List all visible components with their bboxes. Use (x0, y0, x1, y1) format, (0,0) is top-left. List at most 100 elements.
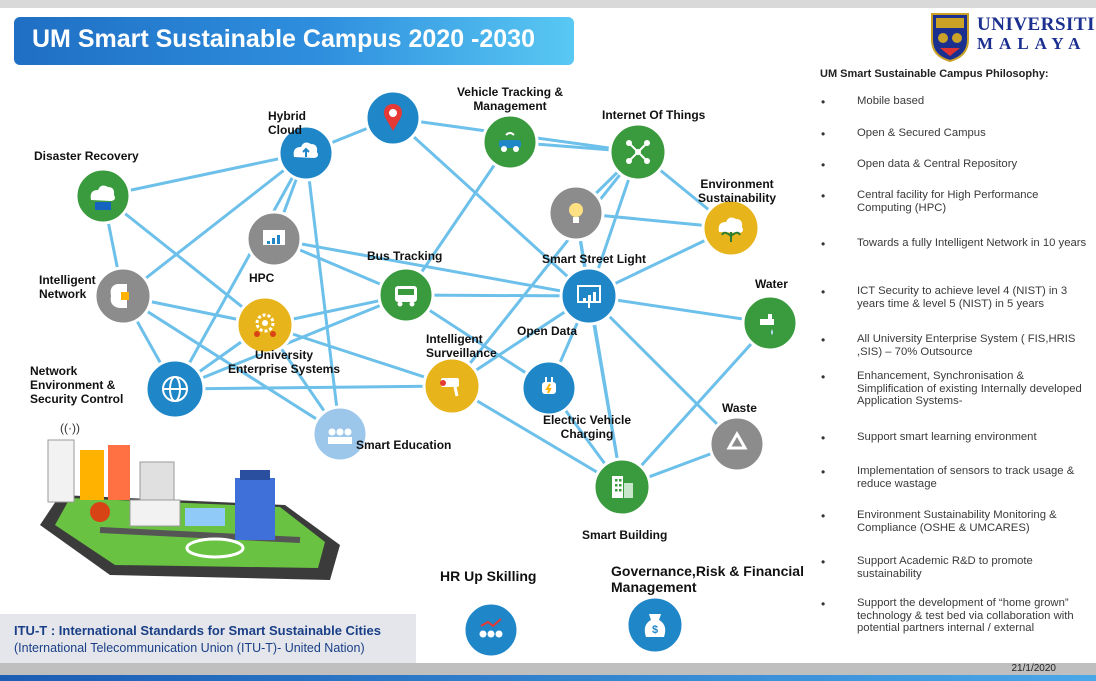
globe-mesh-icon (162, 376, 188, 402)
philosophy-item-text: Mobile based (857, 95, 925, 107)
philosophy-item-text: Open & Secured Campus (857, 127, 986, 139)
label-smart-building: Smart Building (582, 528, 668, 542)
link-water-building (620, 321, 772, 489)
plant-cloud-icon (718, 217, 743, 242)
bullet-icon: • (821, 127, 826, 141)
bullet-icon: • (821, 370, 826, 384)
university-logo: UNIVERSITI MALAYA (930, 12, 1094, 64)
link-hybrid-intelnet (122, 151, 307, 298)
team-growth-icon (479, 618, 503, 638)
presentation-chart-icon (577, 285, 601, 308)
label-water: Water (755, 277, 788, 291)
brain-chip-icon (110, 284, 129, 308)
philosophy-item-text: ICT Security to achieve level 4 (NIST) i… (857, 285, 1068, 310)
philosophy-item-text: Support smart learning environment (857, 431, 1037, 443)
node-hr (462, 601, 520, 659)
map-pin-icon (384, 104, 402, 131)
philosophy-item-text: Support Academic R&D to promote sustaina… (857, 555, 1033, 580)
label-intelligent-surveillance: Intelligent Surveillance (426, 332, 497, 360)
label-intelligent-network: Intelligent Network (39, 273, 96, 301)
link-netsec-surv (174, 384, 453, 391)
link-hybrid-netsec (173, 152, 308, 390)
link-disaster-hybrid (102, 151, 307, 198)
slide-date: 21/1/2020 (1011, 663, 1057, 674)
label-bus-tracking: Bus Tracking (367, 249, 443, 263)
philosophy-item-text: Open data & Central Repository (857, 158, 1018, 170)
network-hub-icon (626, 140, 650, 164)
bullet-icon: • (821, 509, 826, 523)
label-university-enterprise-systems: University Enterprise Systems (227, 348, 341, 376)
itu-subtitle: (International Telecommunication Union (… (14, 641, 365, 655)
label-disaster-recovery: Disaster Recovery (34, 149, 139, 163)
light-bulb-icon (569, 203, 583, 223)
node-env (701, 198, 761, 258)
node-netsec (144, 358, 206, 420)
link-bus-street (405, 293, 590, 298)
bullet-icon: • (821, 465, 826, 479)
link-location-street (391, 116, 591, 298)
page-title: UM Smart Sustainable Campus 2020 -2030 (32, 25, 535, 53)
link-iot-surv (450, 151, 640, 387)
link-vehicle-bus (404, 141, 512, 296)
bullet-icon: • (821, 237, 826, 251)
network-links (101, 116, 772, 489)
logo-line2: MALAYA (977, 34, 1087, 53)
node-water (741, 294, 799, 352)
node-gov: $ (625, 595, 685, 655)
label-environment-sustainability: Environment Sustainability (697, 177, 777, 205)
cctv-camera-icon (440, 378, 459, 397)
label-governance-risk-financial: Governance,Risk & Financial Management (611, 563, 804, 595)
ev-plug-icon (542, 377, 556, 394)
node-hybrid (277, 124, 335, 182)
label-waste: Waste (722, 401, 757, 415)
bullet-icon: • (821, 95, 826, 109)
node-bus (377, 266, 435, 324)
cloud-monitor-icon (90, 185, 115, 210)
label-vehicle-tracking: Vehicle Tracking & Management (456, 85, 564, 113)
bus-icon (395, 286, 417, 307)
bullet-icon: • (821, 597, 826, 611)
money-bag-icon: $ (644, 614, 666, 637)
label-open-data: Open Data (517, 324, 578, 338)
label-network-environment-security: Network Environment & Security Control (30, 364, 124, 406)
link-street-water (588, 294, 771, 325)
philosophy-title: UM Smart Sustainable Campus Philosophy: (820, 68, 1049, 80)
bullet-icon: • (821, 158, 826, 172)
bullet-icon: • (821, 189, 826, 203)
node-building (592, 457, 652, 517)
node-disaster (74, 167, 132, 225)
node-hpc (245, 210, 303, 268)
smart-building-icon (612, 476, 633, 498)
philosophy-item-text: Implementation of sensors to track usage… (857, 465, 1075, 490)
node-location (364, 89, 422, 147)
label-internet-of-things: Internet Of Things (602, 108, 706, 122)
itu-standards-box: ITU-T : International Standards for Smar… (0, 614, 416, 664)
label-smart-street-light: Smart Street Light (542, 252, 647, 266)
itu-title: ITU-T : International Standards for Smar… (14, 623, 381, 638)
link-education-hybrid (304, 152, 342, 435)
bullet-icon: • (821, 555, 826, 569)
node-surv (422, 356, 482, 416)
label-hpc: HPC (249, 271, 275, 285)
philosophy-item-text: Towards a fully Intelligent Network in 1… (857, 237, 1087, 249)
link-disaster-ues (102, 194, 266, 327)
water-tap-icon (760, 314, 774, 335)
philosophy-item-text: Central facility for High Performance Co… (857, 189, 1039, 214)
gear-people-icon (254, 313, 276, 337)
bullet-icon: • (821, 285, 826, 299)
link-street-building (587, 295, 624, 488)
link-surv-building (451, 384, 623, 489)
node-intelnet (93, 266, 153, 326)
bullet-icon: • (821, 431, 826, 445)
car-wifi-icon (499, 132, 521, 152)
node-education (311, 405, 369, 463)
education-group-icon (328, 428, 352, 444)
label-smart-education: Smart Education (356, 438, 452, 452)
label-electric-vehicle-charging: Electric Vehicle Charging (542, 413, 632, 441)
link-ues-surv (264, 323, 453, 388)
link-street-waste (587, 294, 739, 446)
node-vehicle (481, 113, 539, 171)
node-ev (520, 359, 578, 417)
node-waste (708, 415, 766, 473)
philosophy-item-text: Support the development of “home grown” … (857, 597, 1074, 634)
